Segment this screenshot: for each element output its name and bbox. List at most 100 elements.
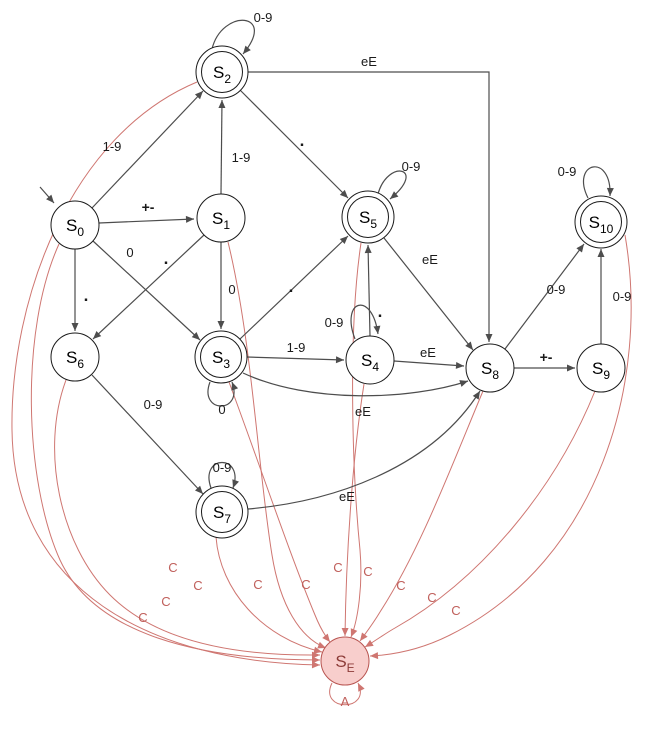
edge-label-s7-s8: eE bbox=[339, 489, 355, 504]
edge-label-s8-s10: 0-9 bbox=[547, 282, 566, 297]
state-se-error: SE bbox=[320, 636, 370, 686]
edge-labels: 1-9 +- 0 . 1-9 0 . 0-9 . eE 0 1-9 . eE 0… bbox=[84, 10, 632, 504]
edge-label-s0-s1: +- bbox=[142, 199, 155, 215]
state-s5-label: S5 bbox=[359, 208, 377, 231]
state-s7-label: S7 bbox=[213, 503, 231, 526]
edge-label-s3-s5: . bbox=[289, 277, 294, 296]
state-s8-label: S8 bbox=[481, 359, 499, 382]
transition-s6-s7 bbox=[91, 374, 204, 495]
edge-label-s1-s6: . bbox=[164, 249, 169, 268]
edge-label-s7-loop: 0-9 bbox=[213, 460, 232, 475]
state-s2-inner-circle bbox=[201, 51, 243, 93]
error-edge-labels: C C C C C C C C C C C A bbox=[138, 560, 460, 709]
transition-s4-se bbox=[341, 383, 365, 637]
state-s2-label: S2 bbox=[213, 63, 231, 86]
edge-label-s0-s2: 1-9 bbox=[103, 139, 122, 154]
error-edge-label: C bbox=[253, 577, 262, 592]
transition-s2-s8 bbox=[248, 71, 493, 342]
transition-s3-se bbox=[228, 381, 331, 643]
error-edge-label: C bbox=[138, 610, 147, 625]
transition-s9-se bbox=[364, 390, 596, 648]
edge-label-s2-s8: eE bbox=[361, 54, 377, 69]
transition-s2-s5 bbox=[239, 89, 349, 199]
error-self-loop-label: A bbox=[341, 694, 350, 709]
state-s0: S0 bbox=[50, 200, 100, 250]
transition-s0-se bbox=[30, 243, 321, 664]
edge-label-s3-s8: eE bbox=[355, 404, 371, 419]
edge-label-s3-loop: 0 bbox=[218, 402, 225, 417]
state-s10-inner-circle bbox=[580, 201, 622, 243]
transition-s10-se bbox=[369, 234, 632, 660]
edge-label-s1-s3: 0 bbox=[228, 282, 235, 297]
state-s1: S1 bbox=[196, 193, 246, 243]
normal-edges bbox=[39, 19, 614, 510]
state-s3: S3 bbox=[194, 330, 248, 384]
transition-s4-s5 bbox=[364, 244, 372, 337]
error-edge-label: C bbox=[161, 594, 170, 609]
state-s7: S7 bbox=[195, 485, 249, 539]
transition-s2-se bbox=[11, 81, 321, 669]
transition-s0-s2 bbox=[91, 90, 204, 209]
state-s5-inner-circle bbox=[347, 196, 389, 238]
transition-s0-s1 bbox=[98, 215, 195, 224]
transition-s3-self-loop bbox=[207, 381, 239, 407]
transition-s5-self-loop bbox=[377, 170, 407, 200]
edge-label-s4-s5: . bbox=[378, 302, 383, 321]
error-edge-label: C bbox=[451, 603, 460, 618]
error-edges bbox=[11, 81, 632, 706]
transition-s1-s2 bbox=[218, 99, 226, 195]
edge-label-s0-s3: 0 bbox=[126, 245, 133, 260]
edge-label-s8-s9: +- bbox=[540, 349, 553, 365]
edge-label-s5-loop: 0-9 bbox=[402, 159, 421, 174]
transition-s5-se bbox=[350, 242, 362, 638]
state-s4: S4 bbox=[345, 335, 395, 385]
state-se-label: SE bbox=[335, 652, 354, 675]
state-s0-label: S0 bbox=[66, 216, 84, 239]
edge-label-s10-loop: 0-9 bbox=[558, 164, 577, 179]
transition-s3-s8 bbox=[242, 372, 469, 397]
edge-label-s4-loop: 0-9 bbox=[325, 315, 344, 330]
edge-label-s9-s10: 0-9 bbox=[613, 289, 632, 304]
state-s8: S8 bbox=[465, 343, 515, 393]
edge-label-s5-s8: eE bbox=[422, 252, 438, 267]
state-s6-label: S6 bbox=[66, 348, 84, 371]
transition-s0-s3 bbox=[92, 240, 201, 341]
state-s1-circle bbox=[196, 193, 246, 243]
error-edge-label: C bbox=[168, 560, 177, 575]
state-s6-circle bbox=[50, 332, 100, 382]
transition-s7-s8 bbox=[247, 390, 481, 510]
state-s4-label: S4 bbox=[361, 351, 379, 374]
error-edge-label: C bbox=[363, 564, 372, 579]
state-s2: S2 bbox=[195, 45, 249, 99]
transition-s1-s6 bbox=[92, 234, 205, 340]
error-edge-label: C bbox=[396, 578, 405, 593]
edge-label-s3-s4: 1-9 bbox=[287, 340, 306, 355]
state-s9-circle bbox=[576, 343, 626, 393]
transition-s7-self-loop bbox=[208, 462, 239, 489]
error-edge-label: C bbox=[427, 590, 436, 605]
transition-s5-s8 bbox=[383, 237, 474, 351]
transition-s1-se bbox=[227, 241, 327, 649]
state-s10: S10 bbox=[574, 195, 628, 249]
transition-s3-s5 bbox=[239, 235, 349, 340]
edge-label-s2-loop: 0-9 bbox=[254, 10, 273, 25]
transition-s2-self-loop bbox=[211, 19, 255, 55]
edge-label-s6-s7: 0-9 bbox=[144, 397, 163, 412]
state-s10-label: S10 bbox=[589, 213, 614, 236]
error-edge-label: C bbox=[301, 577, 310, 592]
error-edge-label: C bbox=[193, 578, 202, 593]
state-s0-circle bbox=[50, 200, 100, 250]
transition-s6-se bbox=[54, 379, 321, 659]
state-s9-label: S9 bbox=[592, 359, 610, 382]
transition-s4-s8 bbox=[393, 360, 465, 369]
state-s9: S9 bbox=[576, 343, 626, 393]
transition-s10-self-loop bbox=[582, 166, 614, 199]
edge-label-s1-s2: 1-9 bbox=[232, 150, 251, 165]
state-s1-label: S1 bbox=[212, 209, 230, 232]
error-edge-label: C bbox=[333, 560, 342, 575]
edge-label-s0-s6: . bbox=[84, 286, 89, 305]
start-arrow bbox=[39, 186, 55, 204]
edge-label-s4-s8: eE bbox=[420, 345, 436, 360]
transition-se-self-loop bbox=[329, 682, 365, 706]
